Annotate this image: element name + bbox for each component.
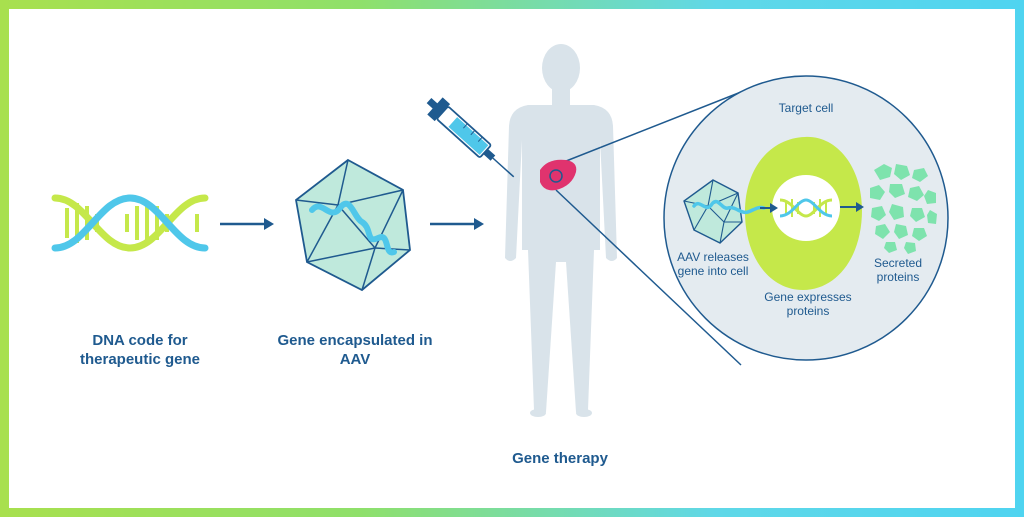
- human-body-icon: [505, 44, 617, 417]
- label-secreted-proteins: Secreted proteins: [873, 256, 923, 284]
- label-dna-code: DNA code for therapeutic gene: [79, 332, 201, 368]
- inner-dna-icon: [779, 198, 833, 218]
- dna-icon: [51, 194, 209, 252]
- arrow-to-proteins: [840, 202, 864, 212]
- label-gene-expresses: Gene expresses proteins: [764, 290, 852, 318]
- aav-capsid-icon: [295, 158, 411, 292]
- arrow-dna-to-aav: [220, 218, 274, 230]
- liver-icon: [540, 159, 577, 191]
- syringe-icon: [426, 97, 515, 178]
- target-cell-icon: [663, 75, 949, 361]
- protein-cluster-icon: [870, 164, 937, 254]
- label-aav-releases: AAV releases gene into cell: [677, 250, 749, 278]
- label-gene-encapsulated: Gene encapsulated in AAV: [277, 332, 433, 368]
- arrow-into-nucleus: [760, 203, 778, 213]
- zoom-line-bottom: [555, 189, 742, 366]
- small-aav-icon: [683, 179, 766, 244]
- zoom-line-top: [555, 91, 742, 166]
- label-gene-therapy: Gene therapy: [512, 450, 608, 467]
- label-target-cell: Target cell: [778, 101, 834, 115]
- arrow-aav-to-body: [430, 218, 484, 230]
